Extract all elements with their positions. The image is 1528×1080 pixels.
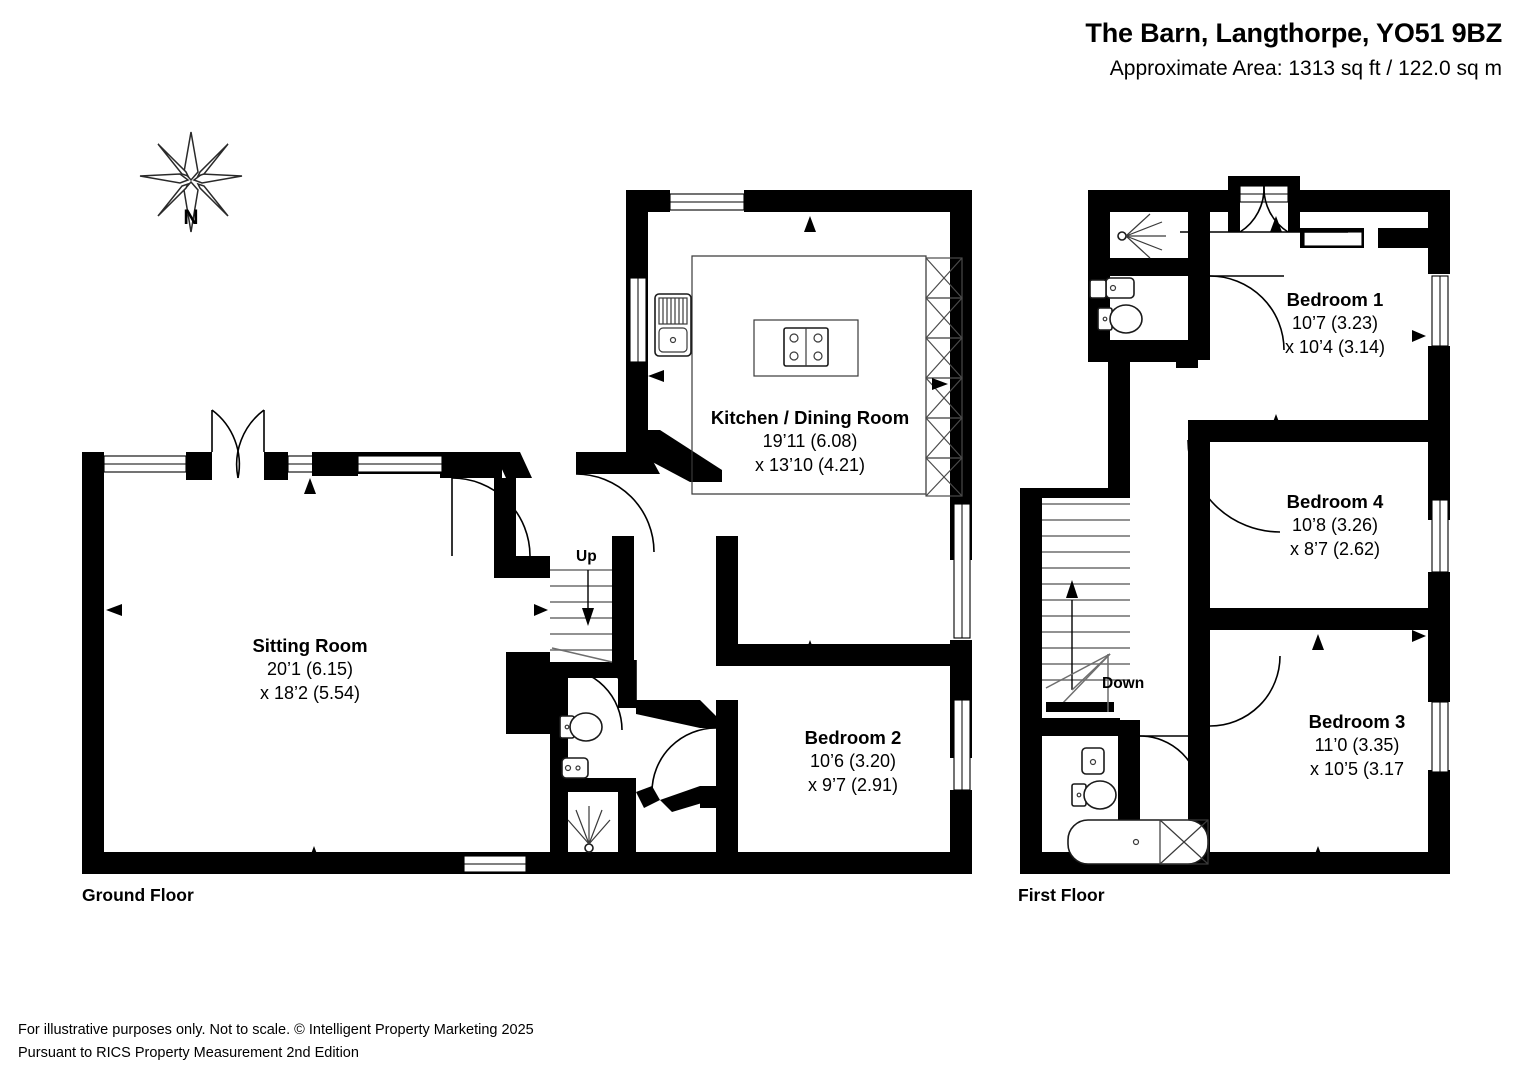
door-landing-double xyxy=(1180,185,1348,233)
wall-marker xyxy=(1312,634,1324,650)
door-bedroom-2 xyxy=(651,727,717,793)
room-dimension-depth: x 10’4 (3.14) xyxy=(1284,337,1386,358)
bathroom-toilet-icon xyxy=(1071,780,1117,810)
door-bathroom xyxy=(1139,735,1201,797)
wall-marker xyxy=(1412,630,1426,642)
wall-marker xyxy=(1270,216,1282,232)
ground-floor-label: Ground Floor xyxy=(82,885,194,905)
door-wc xyxy=(579,660,637,709)
room-dimension-depth: x 18’2 (5.54) xyxy=(259,683,361,704)
ensuite-toilet-icon xyxy=(1097,304,1143,334)
room-dimension-width: 19’11 (6.08) xyxy=(762,431,858,452)
wall-marker xyxy=(804,640,816,656)
room-dimension-width: 10’8 (3.26) xyxy=(1291,515,1379,536)
room-name: Sitting Room xyxy=(252,635,368,656)
ensuite-basin-icon xyxy=(1089,277,1135,299)
room-label-sitting-room: Sitting Room 20’1 (6.15) x 18’2 (5.54) xyxy=(180,634,440,706)
wall-marker xyxy=(804,216,816,232)
wall-marker xyxy=(648,370,664,382)
wall-marker xyxy=(534,604,548,616)
window-right-1 xyxy=(953,503,971,639)
room-name: Bedroom 2 xyxy=(804,727,902,748)
bathroom-bath-with-shower-icon xyxy=(1067,819,1209,865)
window-sitting-room-top-3 xyxy=(357,455,443,473)
page-title: The Barn, Langthorpe, YO51 9BZ xyxy=(1085,18,1502,48)
room-dimension-width: 11’0 (3.35) xyxy=(1314,735,1400,756)
door-hall-from-sitting-room xyxy=(451,477,531,557)
disclaimer-line-2: Pursuant to RICS Property Measurement 2n… xyxy=(18,1044,359,1061)
wall-marker xyxy=(1270,414,1282,430)
room-dimension-depth: x 9’7 (2.91) xyxy=(807,775,899,796)
room-dimension-width: 10’7 (3.23) xyxy=(1291,313,1379,334)
door-kitchen-from-hall xyxy=(575,473,655,553)
wall-marker xyxy=(304,478,316,494)
window-ensuite-top xyxy=(1303,231,1363,247)
room-label-bedroom-4: Bedroom 4 10’8 (3.26) x 8’7 (2.62) xyxy=(1210,490,1460,562)
room-label-bedroom-3: Bedroom 3 11’0 (3.35) x 10’5 (3.17 xyxy=(1232,710,1482,782)
approximate-area-text: Approximate Area: 1313 sq ft / 122.0 sq … xyxy=(1109,57,1502,81)
wc-shower-icon xyxy=(567,806,611,853)
compass-north-label: N xyxy=(183,206,199,229)
stair-direction-down-label: Down xyxy=(1102,675,1145,692)
door-french-sitting-room xyxy=(211,409,265,479)
plan-header: The Barn, Langthorpe, YO51 9BZ Approxima… xyxy=(1085,18,1502,82)
room-dimension-depth: x 10’5 (3.17 xyxy=(1309,759,1405,780)
ensuite-shower-icon xyxy=(1117,213,1166,259)
compass-rose-icon xyxy=(136,128,246,236)
window-bottom xyxy=(463,855,527,873)
door-understairs xyxy=(559,667,623,731)
room-name: Bedroom 4 xyxy=(1286,491,1384,512)
room-name: Bedroom 1 xyxy=(1286,289,1384,310)
disclaimer-line-1: For illustrative purposes only. Not to s… xyxy=(18,1022,534,1039)
bathroom-basin-icon xyxy=(1081,747,1105,775)
wall-marker xyxy=(106,604,122,616)
window-kitchen-left xyxy=(629,277,647,363)
staircase-up xyxy=(550,566,613,663)
wall-marker xyxy=(1312,846,1324,862)
window-sitting-room-top-left xyxy=(103,455,187,473)
window-sitting-room-top-1 xyxy=(287,455,355,473)
room-label-kitchen-dining-room: Kitchen / Dining Room 19’11 (6.08) x 13’… xyxy=(680,406,940,478)
room-label-bedroom-1: Bedroom 1 10’7 (3.23) x 10’4 (3.14) xyxy=(1210,288,1460,360)
wc-basin-icon xyxy=(561,757,589,779)
room-dimension-width: 20’1 (6.15) xyxy=(266,659,354,680)
room-name: Kitchen / Dining Room xyxy=(710,407,910,428)
first-floor-label: First Floor xyxy=(1018,885,1105,905)
room-name: Bedroom 3 xyxy=(1308,711,1406,732)
wall-marker xyxy=(308,846,320,862)
wc-toilet-icon xyxy=(559,712,603,742)
wall-marker xyxy=(932,378,948,390)
stair-direction-up-label: Up xyxy=(576,548,597,565)
room-dimension-depth: x 8’7 (2.62) xyxy=(1289,539,1381,560)
disclaimer-footer: For illustrative purposes only. Not to s… xyxy=(18,1019,534,1064)
room-label-bedroom-2: Bedroom 2 10’6 (3.20) x 9’7 (2.91) xyxy=(740,726,966,798)
window-kitchen-top xyxy=(669,193,745,211)
window-sitting-room-top-2 xyxy=(357,455,443,473)
room-dimension-depth: x 13’10 (4.21) xyxy=(754,455,866,476)
room-dimension-width: 10’6 (3.20) xyxy=(809,751,897,772)
wall-marker xyxy=(1196,670,1210,682)
window-landing-top xyxy=(1239,185,1289,203)
kitchen-island-with-hob-icon xyxy=(753,319,859,377)
kitchen-sink-icon xyxy=(654,293,692,357)
